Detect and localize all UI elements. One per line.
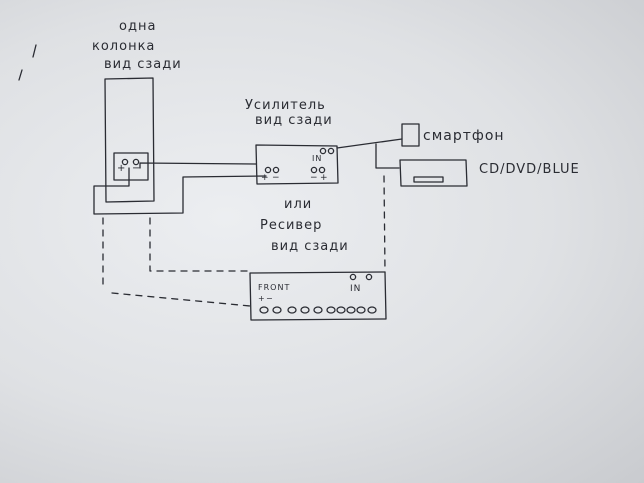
receiver-plus-sign: + xyxy=(258,294,266,303)
receiver-label-line1: Ресивер xyxy=(260,218,323,233)
speaker-minus-sign: − xyxy=(132,163,142,174)
receiver-label-line2: вид сзади xyxy=(271,239,349,254)
receiver-box xyxy=(250,272,386,320)
amplifier-speaker-terminal-4 xyxy=(319,167,324,172)
source-cable-branch xyxy=(376,144,399,168)
dashed-speaker-bottom xyxy=(112,293,250,306)
amplifier-label-line1: Усилитель xyxy=(245,98,326,113)
receiver-terminal xyxy=(273,307,281,313)
player-box xyxy=(400,160,467,186)
amplifier-minus-sign-right: − xyxy=(310,173,319,183)
amplifier-speaker-terminal-3 xyxy=(311,167,316,172)
smartphone-label: смартфон xyxy=(423,128,505,144)
speaker-label-line1: одна xyxy=(119,19,157,34)
speaker-plus-sign: + xyxy=(117,163,127,174)
speaker-terminal-right xyxy=(133,159,138,164)
amplifier-input-jack-left xyxy=(320,148,325,153)
amplifier-speaker-terminal-2 xyxy=(273,167,278,172)
speaker-terminal-plate xyxy=(114,153,148,180)
or-label: или xyxy=(284,197,313,212)
receiver-terminal xyxy=(337,307,345,313)
receiver-terminal xyxy=(314,307,322,313)
receiver-input-jack-left xyxy=(350,274,355,279)
dashed-speaker-to-receiver-inner xyxy=(150,218,250,271)
source-cable xyxy=(337,139,402,148)
receiver-terminal xyxy=(260,307,268,313)
amplifier-label-line2: вид сзади xyxy=(255,113,333,128)
amplifier-input-label: IN xyxy=(312,154,323,163)
amplifier-speaker-terminal-1 xyxy=(265,167,270,172)
dashed-source-to-receiver xyxy=(384,176,385,272)
speaker-terminal-left xyxy=(122,159,127,164)
amplifier-minus-sign: − xyxy=(272,173,281,183)
receiver-terminal xyxy=(327,307,335,313)
speaker-cabinet xyxy=(105,78,154,202)
speaker-label-line2: колонка xyxy=(92,39,156,54)
pen-mark xyxy=(33,45,36,57)
pen-mark xyxy=(19,70,22,80)
receiver-terminal xyxy=(357,307,365,313)
receiver-minus-sign: − xyxy=(266,294,274,303)
speaker-cable-a xyxy=(94,168,266,214)
receiver-terminal xyxy=(301,307,309,313)
player-disc-slot xyxy=(414,177,443,182)
speaker-cable-b xyxy=(140,163,256,168)
amplifier-plus-sign-right: + xyxy=(320,173,329,183)
receiver-terminal xyxy=(288,307,296,313)
smartphone-shape xyxy=(402,124,419,146)
amplifier-box xyxy=(256,145,338,184)
receiver-front-label: FRONT xyxy=(258,283,291,292)
player-label: CD/DVD/BLUE xyxy=(479,162,580,177)
receiver-input-label: IN xyxy=(350,284,362,294)
speaker-label-line3: вид сзади xyxy=(104,57,182,72)
receiver-input-jack-right xyxy=(366,274,371,279)
receiver-terminal xyxy=(368,307,376,313)
receiver-terminal xyxy=(347,307,355,313)
amplifier-input-jack-right xyxy=(328,148,333,153)
alternative-connections xyxy=(103,176,385,306)
amplifier-plus-sign: + xyxy=(261,173,270,183)
